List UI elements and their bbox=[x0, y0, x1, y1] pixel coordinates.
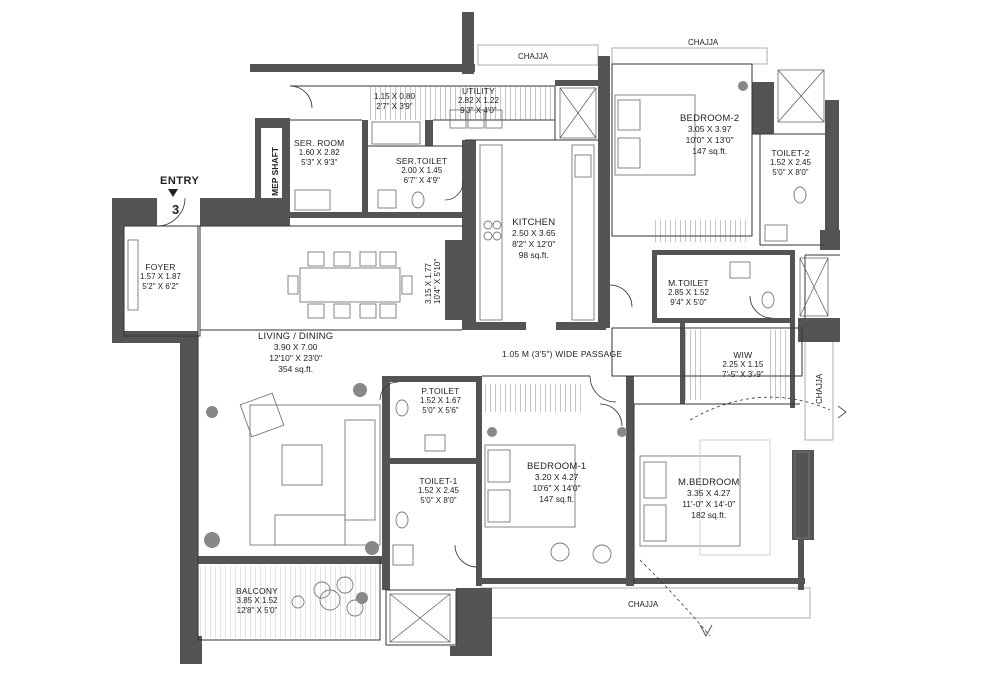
bedroom2-name: BEDROOM-2 bbox=[680, 113, 740, 124]
walls bbox=[112, 12, 840, 664]
kitchen-area: 98 sq.ft. bbox=[518, 250, 549, 260]
living-dims: 3.90 X 7.00 bbox=[273, 342, 318, 352]
ser-toilet-name: SER.TOILET bbox=[396, 156, 448, 166]
wiw-label: WIW 2.25 X 1.15 7'-5" X 3'-9" bbox=[722, 350, 764, 380]
entry-marker bbox=[168, 189, 178, 197]
niche-dims: 1.15 X 0.80 bbox=[374, 92, 415, 101]
entry-number: 3 bbox=[172, 202, 180, 217]
living-imperial: 12'10" X 23'0" bbox=[269, 353, 323, 363]
bedroom2-label: BEDROOM-2 3.05 X 3.97 10'0" X 13'0" 147 … bbox=[680, 114, 739, 157]
m-toilet-imperial: 9'4" X 5'0" bbox=[670, 298, 707, 307]
utility-dims: 2.82 X 1.22 bbox=[458, 96, 499, 105]
p-toilet-dims: 1.52 X 1.67 bbox=[420, 396, 461, 405]
sofa-right bbox=[344, 419, 376, 521]
p-toilet-name: P.TOILET bbox=[421, 386, 460, 396]
toilet1-label: TOILET-1 1.52 X 2.45 5'0" X 8'0" bbox=[418, 476, 459, 506]
sofa-bottom bbox=[274, 514, 346, 546]
bedroom1-label: BEDROOM-1 3.20 X 4.27 10'6" X 14'0" 147 … bbox=[527, 462, 586, 505]
living-name: LIVING / DINING bbox=[258, 331, 334, 342]
dining-small-dims: 3.15 X 1.77 bbox=[424, 263, 433, 304]
m-bedroom-imperial: 11'-0" X 14'-0" bbox=[682, 499, 736, 509]
dining-table bbox=[299, 267, 401, 303]
bedroom2-imperial: 10'0" X 13'0" bbox=[685, 135, 734, 145]
bedroom2-area: 147 sq.ft. bbox=[692, 146, 728, 156]
toilet1-imperial: 5'0" X 8'0" bbox=[420, 496, 457, 505]
m-bedroom-label: M.BEDROOM 3.35 X 4.27 11'-0" X 14'-0" 18… bbox=[678, 478, 739, 521]
bedroom1-name: BEDROOM-1 bbox=[527, 461, 587, 472]
mep-shaft-label: MEP SHAFT bbox=[270, 147, 280, 196]
bed-mbedroom bbox=[639, 455, 741, 547]
balcony-imperial: 12'8" X 5'0" bbox=[236, 606, 278, 615]
ser-toilet-label: SER.TOILET 2.00 X 1.45 6'7" X 4'9" bbox=[396, 156, 447, 186]
foyer-imperial: 5'2" X 6'2" bbox=[142, 282, 179, 291]
door-swings bbox=[156, 85, 831, 637]
balcony-label: BALCONY 3.85 X 1.52 12'8" X 5'0" bbox=[236, 586, 278, 616]
m-toilet-dims: 2.85 X 1.52 bbox=[668, 288, 709, 297]
living-rug bbox=[249, 404, 381, 546]
toilet2-label: TOILET-2 1.52 X 2.45 5'0" X 8'0" bbox=[770, 148, 811, 178]
p-toilet-label: P.TOILET 1.52 X 1.67 5'0" X 5'6" bbox=[420, 386, 461, 416]
m-bedroom-dims: 3.35 X 4.27 bbox=[686, 488, 731, 498]
toilet2-name: TOILET-2 bbox=[771, 148, 810, 158]
chajja-top-right: CHAJJA bbox=[688, 38, 719, 47]
toilet1-name: TOILET-1 bbox=[419, 476, 458, 486]
wiw-name: WIW bbox=[733, 350, 753, 360]
kitchen-dims: 2.50 X 3.65 bbox=[512, 228, 556, 238]
bed-bedroom1 bbox=[484, 444, 576, 528]
balcony-dims: 3.85 X 1.52 bbox=[236, 596, 278, 605]
bedroom1-dims: 3.20 X 4.27 bbox=[534, 472, 579, 482]
balcony-name: BALCONY bbox=[236, 586, 279, 596]
ser-room-name: SER. ROOM bbox=[294, 138, 345, 148]
m-bedroom-area: 182 sq.ft. bbox=[691, 510, 727, 520]
entry-label: ENTRY bbox=[160, 175, 200, 187]
utility-name: UTILITY bbox=[461, 86, 495, 96]
p-toilet-imperial: 5'0" X 5'6" bbox=[422, 406, 459, 415]
living-area: 354 sq.ft. bbox=[278, 364, 314, 374]
kitchen-imperial: 8'2" X 12'0" bbox=[512, 239, 556, 249]
direction-arrows bbox=[699, 405, 847, 638]
toilet2-dims: 1.52 X 2.45 bbox=[770, 158, 811, 167]
wiw-imperial: 7'-5" X 3'-9" bbox=[722, 370, 764, 379]
utility-label: UTILITY 2.82 X 1.22 9'3" X 4'0" bbox=[458, 86, 499, 116]
ser-toilet-dims: 2.00 X 1.45 bbox=[401, 166, 443, 175]
bedroom1-area: 147 sq.ft. bbox=[539, 494, 575, 504]
niche-imperial: 2'7" X 3'9" bbox=[376, 102, 413, 111]
glazing-boxes bbox=[389, 69, 829, 643]
passage-name: 1.05 M (3'5") WIDE PASSAGE bbox=[502, 349, 623, 359]
utility-imperial: 9'3" X 4'0" bbox=[460, 106, 497, 115]
m-bedroom-name: M.BEDROOM bbox=[678, 477, 740, 488]
kitchen-name: KITCHEN bbox=[512, 217, 556, 228]
m-toilet-label: M.TOILET 2.85 X 1.52 9'4" X 5'0" bbox=[668, 278, 709, 308]
bed-bedroom2 bbox=[614, 94, 696, 176]
chajja-top-left: CHAJJA bbox=[518, 52, 549, 61]
foyer-name: FOYER bbox=[145, 262, 176, 272]
toilet1-dims: 1.52 X 2.45 bbox=[418, 486, 459, 495]
coffee-table bbox=[281, 444, 323, 486]
armchair bbox=[239, 392, 285, 438]
ser-room-label: SER. ROOM 1.60 X 2.82 5'3" X 9'3" bbox=[294, 138, 344, 168]
foyer-label: FOYER 1.57 X 1.87 5'2" X 6'2" bbox=[140, 262, 181, 292]
ser-room-dims: 1.60 X 2.82 bbox=[298, 148, 340, 157]
chajja-bottom: CHAJJA bbox=[628, 600, 659, 609]
niche-label: 1.15 X 0.80 2'7" X 3'9" bbox=[374, 92, 415, 112]
living-label: LIVING / DINING 3.90 X 7.00 12'10" X 23'… bbox=[258, 332, 333, 375]
chajja-right: CHAJJA bbox=[815, 373, 824, 404]
bedroom1-imperial: 10'6" X 14'0" bbox=[532, 483, 581, 493]
toilet2-imperial: 5'0" X 8'0" bbox=[772, 168, 809, 177]
ser-room-imperial: 5'3" X 9'3" bbox=[301, 158, 338, 167]
m-toilet-name: M.TOILET bbox=[668, 278, 709, 288]
foyer-dims: 1.57 X 1.87 bbox=[140, 272, 181, 281]
wiw-dims: 2.25 X 1.15 bbox=[722, 360, 764, 369]
kitchen-label: KITCHEN 2.50 X 3.65 8'2" X 12'0" 98 sq.f… bbox=[512, 218, 555, 261]
plant-icon bbox=[206, 406, 218, 418]
dining-small-imperial: 10'4" X 5'10" bbox=[433, 258, 442, 304]
passage-label: 1.05 M (3'5") WIDE PASSAGE bbox=[502, 349, 622, 359]
interior-lines bbox=[123, 63, 840, 646]
furniture bbox=[127, 94, 810, 617]
ser-toilet-imperial: 6'7" X 4'9" bbox=[403, 176, 440, 185]
plants bbox=[204, 81, 748, 604]
bedroom2-dims: 3.05 X 3.97 bbox=[687, 124, 732, 134]
